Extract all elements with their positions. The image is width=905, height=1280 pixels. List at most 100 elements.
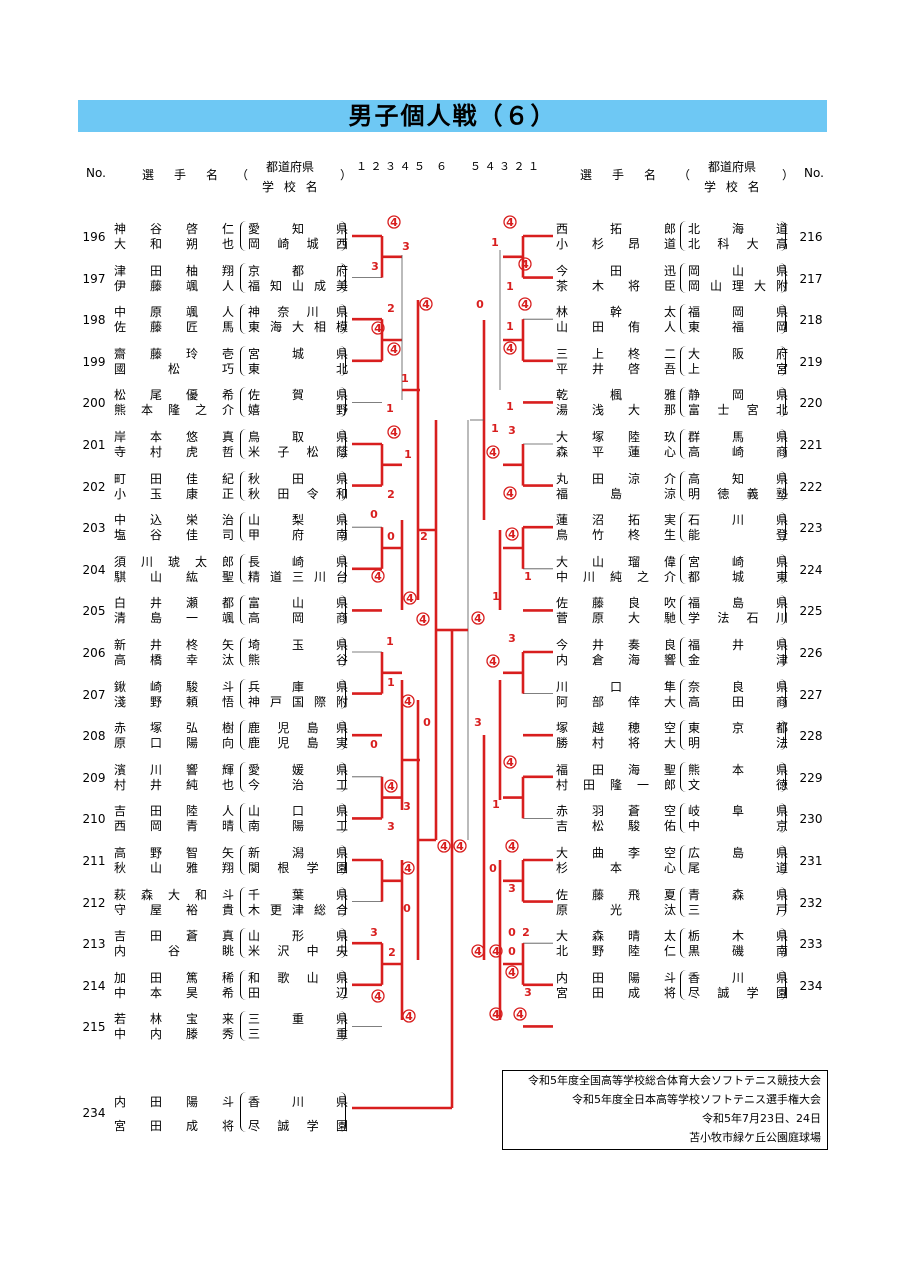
winning-score-circle (384, 779, 398, 793)
affiliation-text: 石川県 (688, 513, 788, 528)
winning-score-circle (471, 944, 485, 958)
match-score: 1 (492, 798, 500, 811)
affiliation-bracket (680, 553, 786, 584)
affiliation-bracket (240, 512, 346, 543)
affiliation-text: 埼玉県 (248, 638, 348, 652)
entry-number: 222 (799, 479, 823, 494)
affiliation: 奈良県高田商 (688, 680, 788, 710)
match-score: 1 (506, 400, 514, 413)
player-name: 西岡青晴 (114, 819, 234, 834)
affiliation-text: 都城東 (688, 569, 788, 584)
player-name: 鍬崎駿斗 (114, 679, 234, 694)
match-score: 4 (390, 426, 398, 439)
player-name: 守屋裕貴 (114, 902, 234, 917)
winning-score-circle (489, 1007, 503, 1021)
match-score: 1 (386, 402, 394, 415)
affiliation-text: 宮崎県 (688, 554, 788, 569)
player-names: 萩森大和斗守屋裕貴 (114, 888, 234, 918)
affiliation-text: 文徳 (688, 777, 788, 792)
player-name: 乾楓雅 (556, 388, 676, 403)
player-name: 萩森大和斗 (114, 887, 234, 902)
entry-number: 218 (799, 313, 823, 328)
player-name: 伊藤颯人 (114, 278, 234, 293)
match-score: 4 (521, 258, 529, 271)
affiliation: 岡山県岡山理大附 (688, 264, 788, 294)
affiliation: 栃木県黒磯南 (688, 929, 788, 959)
winning-score-circle (503, 341, 517, 355)
winning-score-circle (387, 425, 401, 439)
player-names: 大森晴太北野陸仁 (556, 929, 676, 959)
player-names: 赤羽蒼空吉松駿佑 (556, 804, 676, 834)
winning-score-circle (437, 839, 451, 853)
affiliation-text: 今治工 (248, 777, 348, 792)
player-name: 菅原大馳 (556, 611, 676, 626)
affiliation-text: 尾道 (688, 861, 788, 875)
entry-number: 214 (82, 978, 106, 993)
affiliation-text: 鳥取県 (248, 430, 348, 444)
player-name: 福田海聖 (556, 762, 676, 777)
match-score: 4 (422, 298, 430, 311)
affiliation-text: 富士宮北 (688, 403, 788, 418)
player-name: 若林宝来 (114, 1012, 234, 1027)
match-score: 4 (521, 298, 529, 311)
header-rounds-right: ５ ４ ３ ２ １ (470, 160, 539, 173)
match-score: 4 (390, 343, 398, 356)
player-names: 佐藤良吹菅原大馳 (556, 596, 676, 626)
winning-score-circle (401, 694, 415, 708)
winning-score-circle (518, 257, 532, 271)
affiliation-bracket (240, 553, 346, 584)
affiliation-text: 福島県 (688, 596, 788, 611)
player-name: 勝村将大 (556, 736, 676, 751)
match-score: 4 (508, 528, 516, 541)
entry-number: 217 (799, 271, 823, 286)
affiliation-text: 鹿児島実 (248, 736, 348, 751)
header-pref-right: 都道府県 (708, 160, 757, 174)
affiliation: 香川県尽誠学園 (688, 971, 788, 1001)
entry-number: 198 (82, 313, 106, 328)
match-score: 3 (402, 240, 410, 253)
affiliation-text: 佐賀県 (248, 388, 348, 403)
header-paren-right-close: ） (782, 168, 795, 182)
tournament-info-box: 令和5年度全国高等学校総合体育大会ソフトテニス競技大会 令和5年度全日本高等学校… (502, 1070, 828, 1150)
winning-score-circle (403, 591, 417, 605)
winning-score-circle (402, 1009, 416, 1023)
winning-score-circle (505, 527, 519, 541)
player-name: 大山瑠偉 (556, 554, 676, 569)
player-names: 若林宝来中内滕秀 (114, 1012, 234, 1042)
winning-score-circle (419, 297, 433, 311)
affiliation-bracket (240, 429, 346, 459)
player-name: 中込栄治 (114, 513, 234, 528)
player-name: 鳥竹柊生 (556, 528, 676, 543)
player-name: 内谷眺 (114, 944, 234, 959)
player-names: 新井柊矢高橋幸汰 (114, 638, 234, 668)
affiliation: 大阪府上宮 (688, 347, 788, 377)
player-name: 中原颯人 (114, 305, 234, 320)
match-score: 1 (506, 320, 514, 333)
winner-affiliation-text: 尽誠学園 (248, 1119, 348, 1133)
player-names: 吉田蒼真内谷眺 (114, 929, 234, 959)
player-names: 濱川響輝村井純也 (114, 763, 234, 793)
entry-number: 204 (82, 562, 106, 577)
entry-number: 228 (799, 729, 823, 744)
entry-number: 221 (799, 438, 823, 452)
player-name: 塚越穂空 (556, 721, 676, 736)
match-score: 4 (374, 990, 382, 1003)
affiliation-text: 東北 (248, 361, 348, 376)
affiliation-text: 和歌山県 (248, 970, 348, 985)
affiliation-text: 中京 (688, 819, 788, 834)
match-score: 1 (386, 635, 394, 648)
match-score: 4 (374, 570, 382, 583)
affiliation-text: 明徳義塾 (688, 486, 788, 501)
player-name: 熊本隆之介 (114, 403, 234, 418)
player-name: 吉田陸人 (114, 804, 234, 819)
match-score: 4 (489, 655, 497, 668)
entry-number: 206 (82, 646, 106, 660)
affiliation-text: 関根学園 (248, 861, 348, 875)
player-name: 佐藤良吹 (556, 596, 676, 611)
affiliation-bracket (680, 803, 786, 834)
player-name: 湯浅大那 (556, 403, 676, 418)
player-names: 齋藤玲壱國松巧 (114, 347, 234, 377)
affiliation: 広島県尾道 (688, 846, 788, 876)
match-score: 4 (406, 592, 414, 605)
entry-number: 202 (82, 479, 106, 494)
